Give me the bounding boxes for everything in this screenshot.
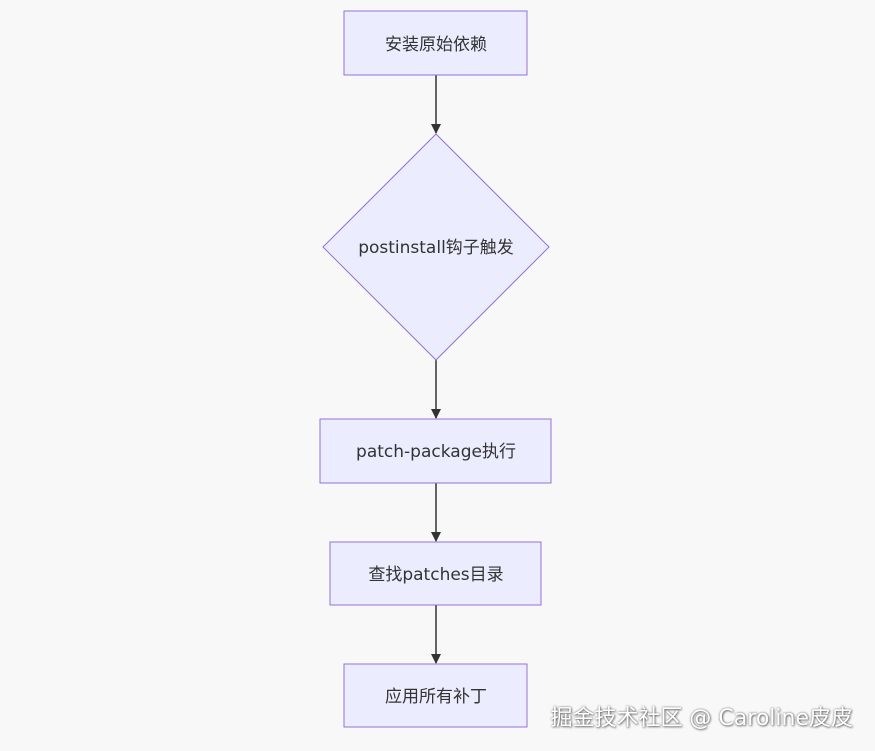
node-patch: patch-package执行 (319, 418, 552, 484)
node-patch-label: patch-package执行 (356, 442, 516, 462)
node-postinstall-label: postinstall钩子触发 (358, 238, 514, 258)
node-postinstall: postinstall钩子触发 (322, 133, 550, 361)
node-install: 安装原始依赖 (343, 10, 528, 76)
node-find: 查找patches目录 (329, 541, 542, 606)
watermark: 掘金技术社区 @ Caroline皮皮 (550, 706, 853, 731)
node-install-label: 安装原始依赖 (385, 35, 487, 55)
node-find-label: 查找patches目录 (368, 565, 503, 585)
node-apply-label: 应用所有补丁 (385, 687, 487, 707)
node-apply: 应用所有补丁 (343, 663, 528, 728)
